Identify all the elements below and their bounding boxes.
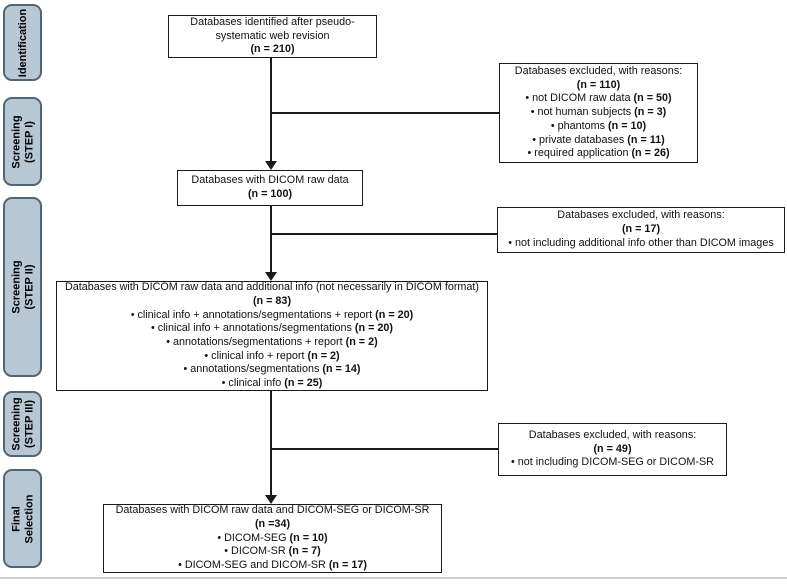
connector-branch-excluded1: [271, 112, 499, 114]
box-dicom-raw-data: Databases with DICOM raw data(n = 100): [177, 170, 363, 206]
box-line: (n =34): [254, 517, 291, 530]
box-line: • not including DICOM-SEG or DICOM-SR: [511, 456, 714, 469]
box-line: • not DICOM raw data (n = 50): [525, 92, 672, 105]
box-line: • annotations/segmentations + report (n …: [166, 336, 378, 348]
box-excluded-step3: Databases excluded, with reasons:(n = 49…: [498, 423, 727, 476]
stage-label: Screening (STEP III): [10, 397, 35, 451]
stage-screening-step2: Screening (STEP II): [3, 197, 42, 377]
box-line: (n = 110): [576, 78, 621, 91]
box-line: • DICOM-SEG (n = 10): [217, 531, 328, 544]
box-line: • clinical info + annotations/segmentati…: [150, 322, 394, 335]
box-line: (n = 49): [593, 442, 632, 455]
box-line: Databases excluded, with reasons:: [557, 209, 725, 222]
connector-branch-excluded2: [271, 233, 497, 235]
stage-label: Identification: [16, 8, 29, 77]
connector-raw-to-additional: [270, 206, 272, 272]
stage-screening-step3: Screening (STEP III): [3, 391, 42, 457]
box-line: Databases identified after pseudo-: [190, 15, 355, 28]
box-line: Databases with DICOM raw data: [191, 174, 349, 187]
stage-final-selection: Final Selection: [3, 469, 42, 568]
box-line: (n = 17): [621, 223, 661, 236]
stage-screening-step1: Screening (STEP I): [3, 97, 42, 186]
connector-identified-to-raw: [270, 58, 272, 161]
box-line: • clinical info + report (n = 2): [204, 349, 340, 362]
box-line: • private databases (n = 11): [532, 133, 665, 146]
box-line: systematic web revision: [215, 29, 330, 42]
box-line: • DICOM-SR (n = 7): [224, 545, 321, 558]
arrowhead-icon: [265, 161, 277, 170]
box-line: • annotations/segmentations (n = 14): [183, 363, 361, 376]
box-line: • DICOM-SEG and DICOM-SR (n = 17): [178, 559, 367, 572]
stage-label: Screening (STEP II): [10, 260, 35, 314]
box-line: • not including additional info other th…: [508, 236, 774, 249]
box-line: Databases excluded, with reasons:: [514, 65, 683, 78]
bottom-border: [0, 577, 787, 579]
box-line: • phantoms (n = 10): [550, 119, 647, 132]
box-excluded-step1: Databases excluded, with reasons:(n = 11…: [499, 63, 698, 163]
stage-identification: Identification: [3, 4, 42, 81]
box-line: • clinical info (n = 25): [221, 377, 323, 390]
box-line: (n = 100): [247, 188, 293, 200]
box-line: • not human subjects (n = 3): [530, 106, 667, 119]
box-line: • required application (n = 26): [527, 147, 670, 160]
stage-label: Screening (STEP I): [10, 114, 35, 169]
stage-label: Final Selection: [10, 494, 35, 543]
arrowhead-icon: [265, 272, 277, 281]
connector-additional-to-final: [270, 391, 272, 495]
box-databases-identified: Databases identified after pseudo-system…: [168, 15, 377, 58]
box-line: Databases with DICOM raw data and DICOM-…: [115, 504, 430, 517]
box-line: Databases excluded, with reasons:: [528, 428, 697, 441]
box-line: • clinical info + annotations/segmentati…: [130, 308, 414, 321]
box-additional-info: Databases with DICOM raw data and additi…: [56, 281, 488, 391]
box-line: (n = 83): [252, 294, 292, 307]
box-excluded-step2: Databases excluded, with reasons:(n = 17…: [497, 207, 785, 253]
connector-branch-excluded3: [271, 448, 498, 450]
box-line: Databases with DICOM raw data and additi…: [64, 281, 480, 294]
box-line: (n = 210): [250, 43, 295, 56]
box-final-selection: Databases with DICOM raw data and DICOM-…: [103, 504, 442, 573]
arrowhead-icon: [265, 495, 277, 504]
